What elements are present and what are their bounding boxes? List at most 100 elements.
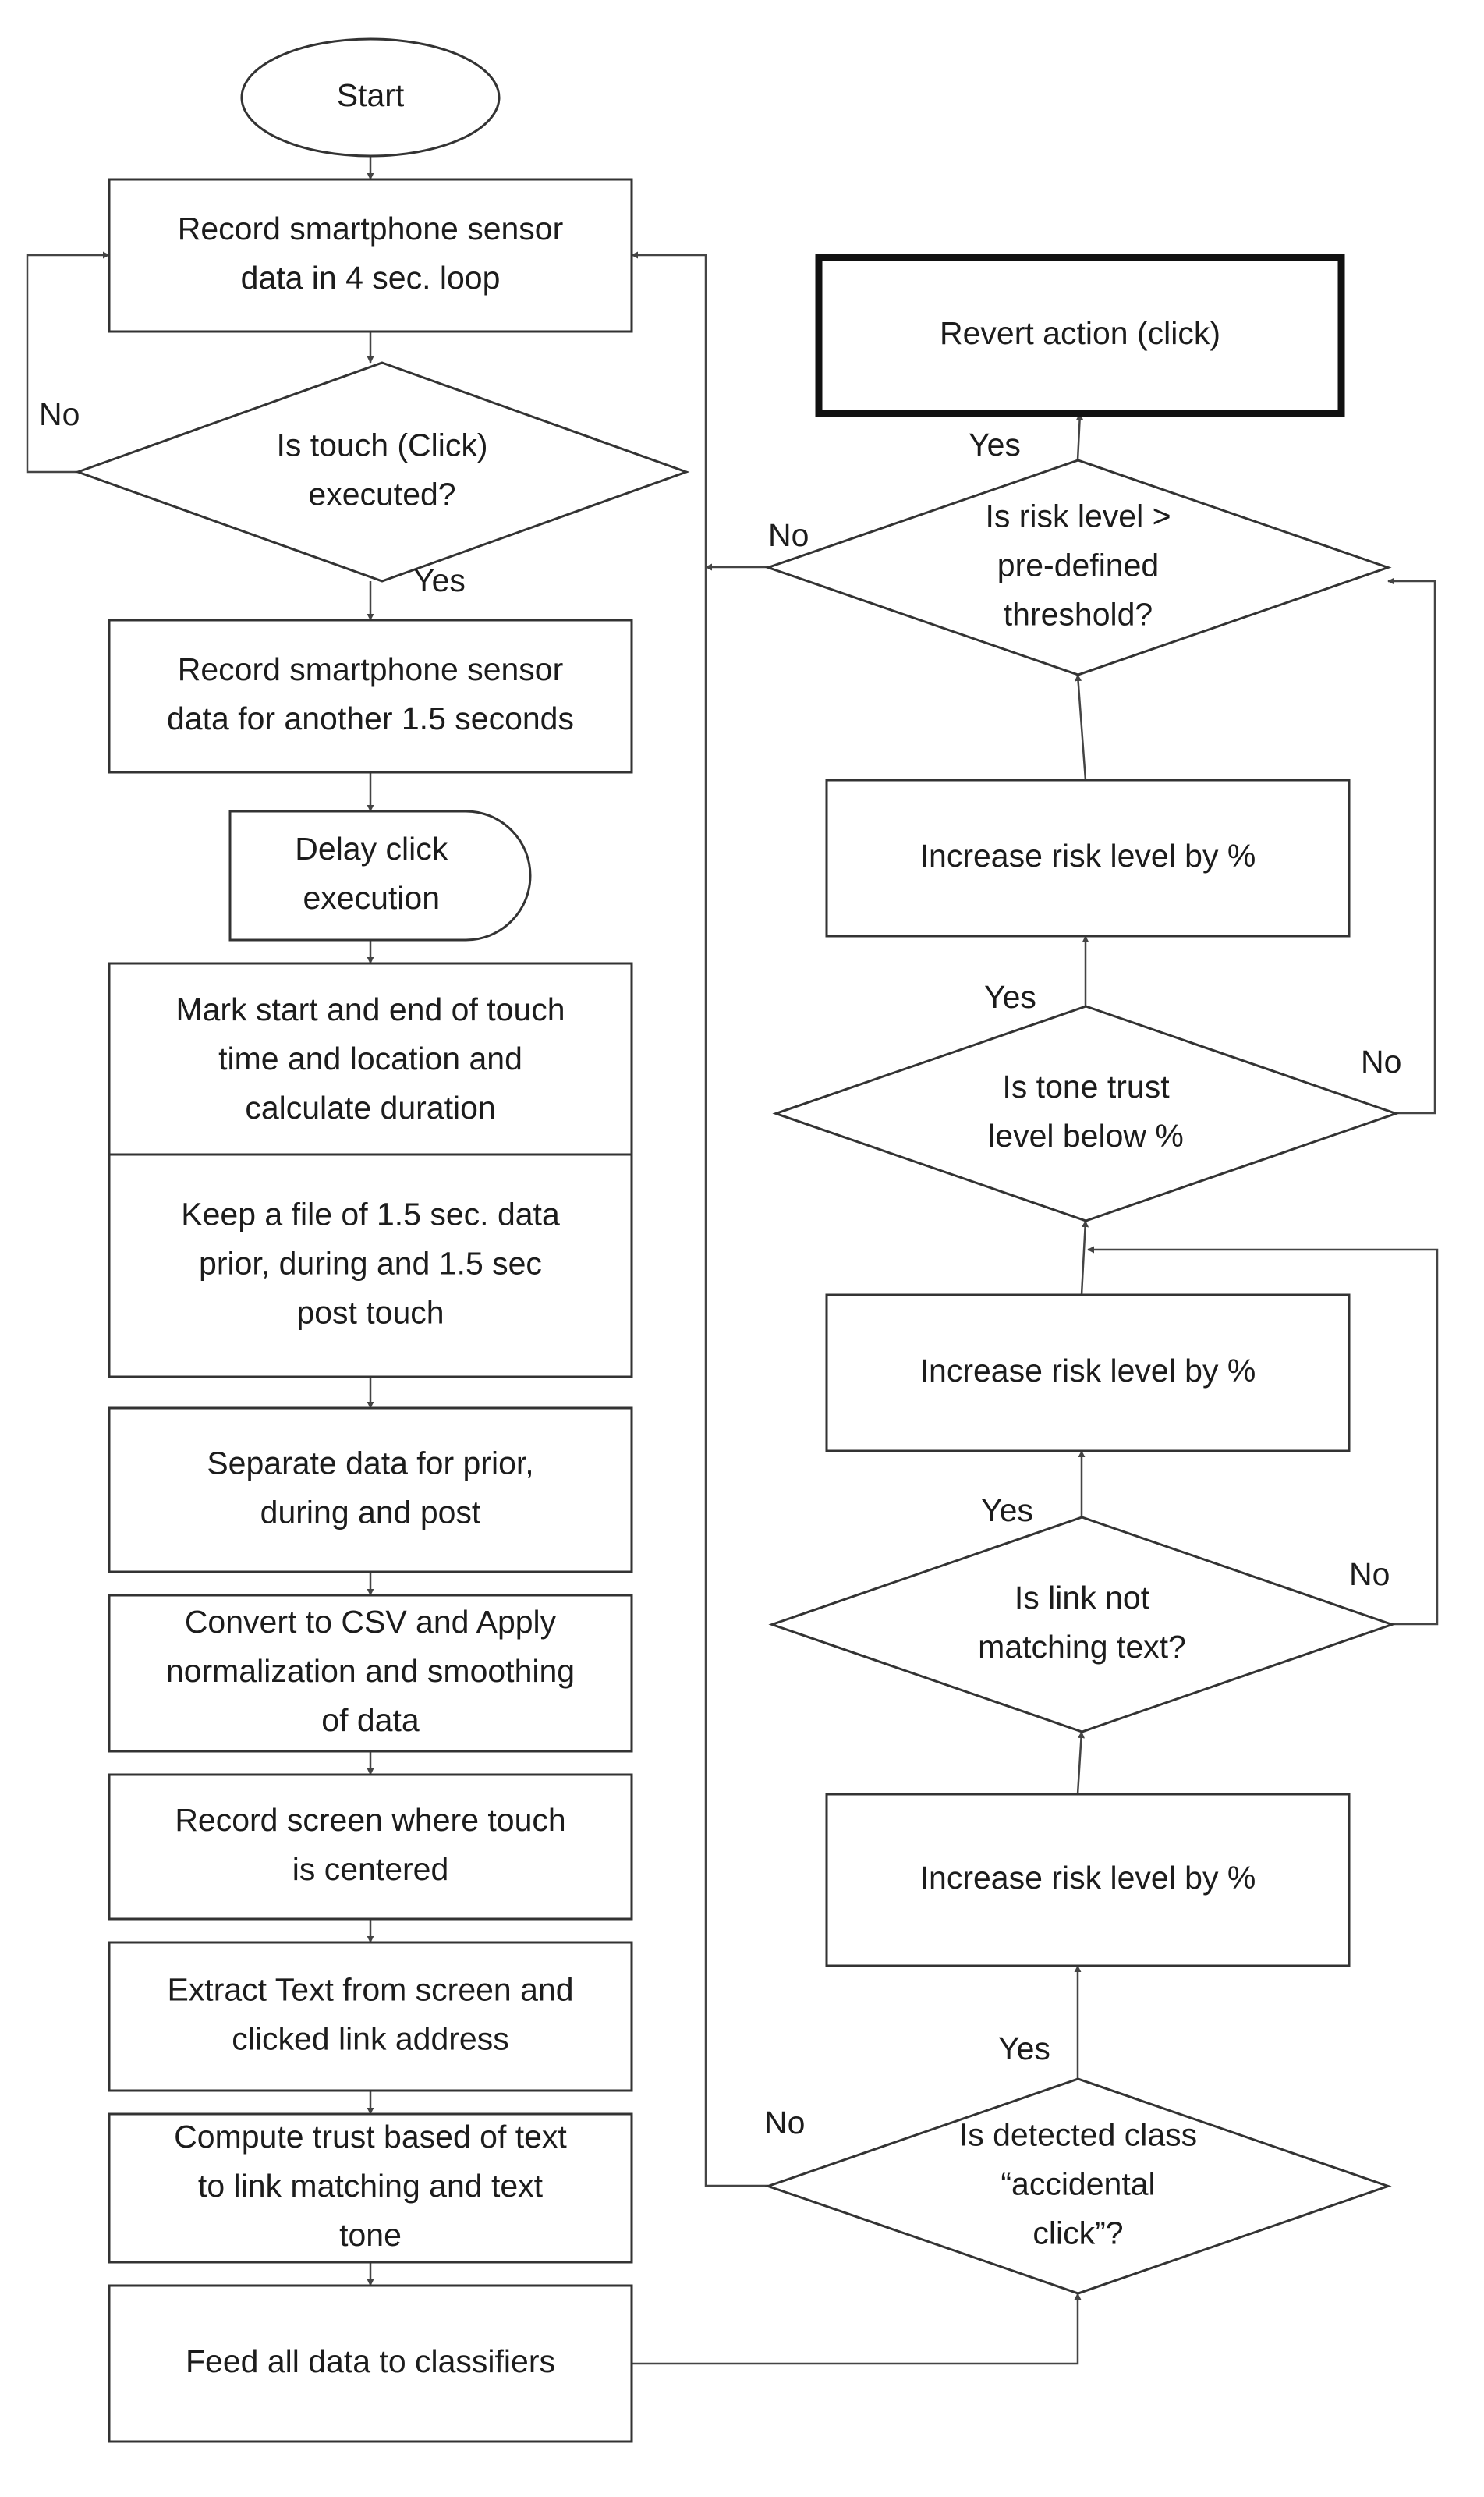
connector-arrow <box>631 251 768 2187</box>
compute-trust-text-line: to link matching and text <box>198 2168 544 2204</box>
touch-no-label: No <box>39 396 80 432</box>
tone-yes-label: Yes <box>984 979 1036 1015</box>
link-no-label: No <box>1349 1556 1390 1592</box>
risk-decision-text-line: threshold? <box>1004 596 1153 632</box>
record-screen-node: Record screen where touch is centered <box>108 1773 633 1921</box>
increase-risk-2-text-line: Increase risk level by % <box>920 1353 1256 1389</box>
revert-action-shape <box>815 254 1345 417</box>
touch-decision-node: Is touch (Click) executed? <box>74 361 690 583</box>
start-shape <box>240 37 501 158</box>
record-loop-shape <box>108 178 633 333</box>
touch-yes-label: Yes <box>413 562 466 598</box>
touch-decision-text-line: executed? <box>308 476 455 512</box>
tone-decision-shape <box>772 1005 1400 1222</box>
separate-data-text-line: during and post <box>260 1494 481 1530</box>
convert-csv-text-line: of data <box>321 1702 420 1738</box>
record-more-node: Record smartphone sensor data for another… <box>108 619 633 774</box>
feed-classifiers-shape <box>108 2284 633 2443</box>
convert-csv-shape <box>108 1594 633 1753</box>
connector-arrow <box>1076 413 1084 461</box>
tone-decision-text-line: level below % <box>988 1118 1184 1154</box>
record-loop-text-line: data in 4 sec. loop <box>241 260 501 296</box>
delay-click-text-line: Delay click <box>295 831 448 867</box>
separate-data-text-line: Separate data for prior, <box>207 1445 533 1481</box>
mark-touch-text-line: Mark start and end of touch <box>175 991 565 1027</box>
record-screen-text-line: Record screen where touch <box>175 1802 565 1838</box>
increase-risk-3-shape <box>825 779 1351 938</box>
risk-yes-label: Yes <box>969 427 1021 463</box>
risk-no-label: No <box>768 517 809 553</box>
increase-risk-2-shape <box>825 1293 1351 1452</box>
delay-click-node: Delay click execution <box>228 810 532 942</box>
connectors <box>26 156 1439 2365</box>
link-decision-node: Is link not matching text? <box>768 1516 1396 1733</box>
feed-classifiers-text-line: Feed all data to classifiers <box>186 2343 555 2379</box>
link-decision-shape <box>768 1516 1396 1733</box>
compute-trust-text-line: Compute trust based of text <box>174 2119 567 2155</box>
mark-touch-node: Mark start and end of touch time and loca… <box>108 962 633 1160</box>
revert-action-node: Revert action (click) <box>815 254 1345 417</box>
accidental-decision-text-line: “accidental <box>1001 2165 1155 2201</box>
connector-arrow <box>1080 1220 1089 1296</box>
connector-arrow <box>1075 674 1087 781</box>
increase-risk-1-text-line: Increase risk level by % <box>920 1860 1256 1896</box>
tone-no-label: No <box>1361 1044 1401 1080</box>
accidental-decision-text-line: Is detected class <box>959 2116 1197 2152</box>
increase-risk-1-node: Increase risk level by % <box>825 1793 1351 1967</box>
touch-decision-shape <box>74 361 690 583</box>
record-screen-shape <box>108 1773 633 1921</box>
feed-classifiers-node: Feed all data to classifiers <box>108 2284 633 2443</box>
extract-text-text-line: clicked link address <box>232 2020 509 2056</box>
start-node: Start <box>240 37 501 158</box>
separate-data-node: Separate data for prior, during and post <box>108 1406 633 1573</box>
record-more-text-line: data for another 1.5 seconds <box>167 701 574 736</box>
accidental-decision-shape <box>764 2077 1392 2295</box>
record-more-shape <box>108 619 633 774</box>
link-decision-text-line: matching text? <box>978 1629 1186 1665</box>
accidental-decision-text-line: click”? <box>1032 2215 1123 2250</box>
increase-risk-2-node: Increase risk level by % <box>825 1293 1351 1452</box>
connector-arrow <box>1087 1246 1439 1626</box>
keep-file-text-line: post touch <box>296 1294 444 1330</box>
delay-click-text-line: execution <box>303 880 440 916</box>
tone-decision-text-line: Is tone trust <box>1002 1069 1170 1105</box>
convert-csv-node: Convert to CSV and Apply normalization an… <box>108 1594 633 1753</box>
record-loop-text-line: Record smartphone sensor <box>178 211 564 247</box>
record-more-text-line: Record smartphone sensor <box>178 651 564 687</box>
compute-trust-node: Compute trust based of text to link match… <box>108 2112 633 2264</box>
keep-file-text-line: prior, during and 1.5 sec <box>199 1245 542 1281</box>
connector-arrow <box>1387 577 1436 1115</box>
link-yes-label: Yes <box>981 1492 1033 1528</box>
risk-decision-shape <box>764 459 1392 676</box>
connector-arrow <box>1076 1731 1085 1795</box>
accidental-no-label: No <box>764 2105 805 2141</box>
accidental-decision-node: Is detected class “accidental click”? <box>764 2077 1392 2295</box>
tone-decision-node: Is tone trust level below % <box>772 1005 1400 1222</box>
convert-csv-text-line: normalization and smoothing <box>166 1653 575 1689</box>
delay-click-shape <box>228 810 532 942</box>
touch-decision-text-line: Is touch (Click) <box>276 427 487 463</box>
mark-touch-text-line: calculate duration <box>245 1090 495 1126</box>
revert-action-text-line: Revert action (click) <box>940 315 1220 351</box>
link-decision-text-line: Is link not <box>1015 1580 1150 1616</box>
edge-labels: No Yes No Yes Yes No Yes No Yes No <box>39 396 1401 2141</box>
accidental-yes-label: Yes <box>998 2031 1050 2066</box>
connector-arrow <box>632 2293 1082 2365</box>
connector-arrow <box>26 251 110 474</box>
increase-risk-3-text-line: Increase risk level by % <box>920 838 1256 874</box>
compute-trust-shape <box>108 2112 633 2264</box>
record-screen-text-line: is centered <box>292 1851 449 1887</box>
separate-data-shape <box>108 1406 633 1573</box>
mark-touch-text-line: time and location and <box>218 1041 522 1076</box>
mark-touch-shape <box>108 962 633 1160</box>
start-text-line: Start <box>337 77 405 113</box>
risk-decision-text-line: Is risk level > <box>985 498 1171 534</box>
record-loop-node: Record smartphone sensor data in 4 sec. l… <box>108 178 633 333</box>
convert-csv-text-line: Convert to CSV and Apply <box>185 1604 557 1640</box>
increase-risk-3-node: Increase risk level by % <box>825 779 1351 938</box>
